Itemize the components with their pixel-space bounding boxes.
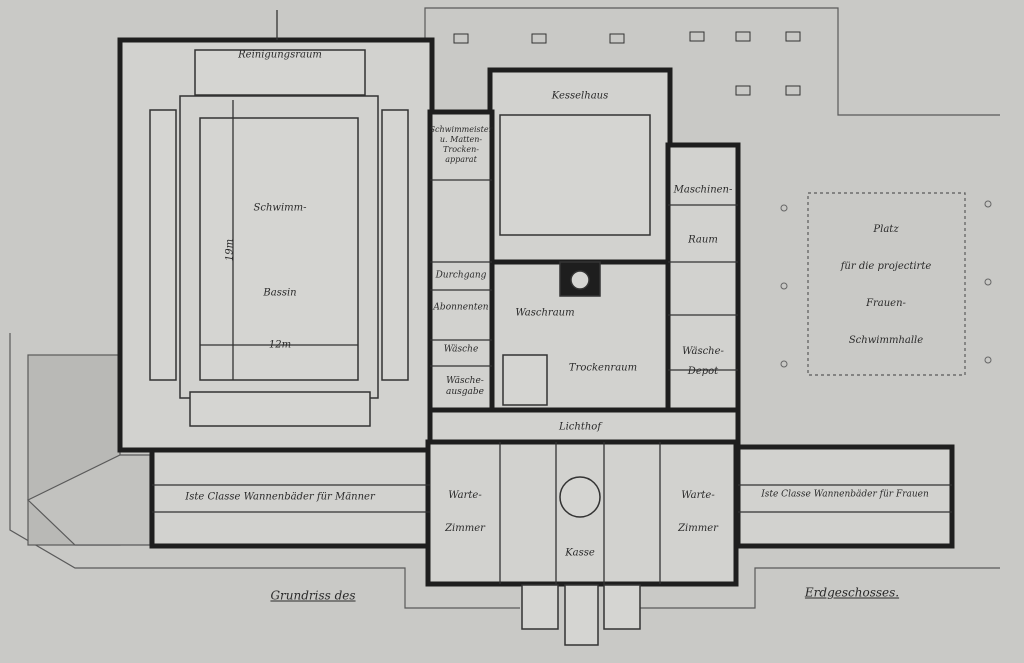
label-pool-width: 12m [268,339,292,351]
text-line: Wäsche- [446,376,484,386]
label-boiler-house: Kesselhaus [551,90,609,102]
text-line: für die projectirte [840,261,932,272]
text-line: Warte- [681,490,715,501]
text-line: Frauen- [866,298,906,309]
site-boundary [9,333,1000,609]
label-passage: Durchgang [435,270,487,281]
text-line: ausgabe [446,387,484,397]
text-line: Warte- [448,490,482,501]
text-line: Schwimmhalle [848,335,924,346]
label-future-site: Platz für die projectirte Frauen- Schwim… [841,211,932,359]
label-cleaning-room: Reinigungsraum [238,49,322,61]
caption-right: Erdgeschosses. [804,585,900,600]
label-laundry-issue: Wäsche- ausgabe [446,376,484,398]
text-line: Depot [687,366,719,377]
text-line: Platz [873,224,899,235]
label-drying-apparatus: Schwimmeister u. Matten- Trocken- appara… [430,125,493,165]
label-waiting-right: Warte- Zimmer [678,479,718,545]
text-line: Zimmer [678,523,718,534]
label-pool-2: Bassin [263,287,297,299]
text-line: Wäsche- [682,346,724,357]
text-line: apparat [445,155,477,164]
label-cashier: Kasse [565,547,595,559]
text-line: Schwimmeister [429,125,493,134]
label-pool-1: Schwimm- [253,202,307,214]
label-laundry: Wäsche [443,344,479,355]
text-line: Trocken- [443,145,479,154]
future-site-outline [807,192,966,376]
caption-left: Grundriss des [270,588,356,603]
label-mens-baths: Iste Classe Wannenbäder für Männer [185,491,375,503]
label-machine-room-2: Raum [688,234,718,246]
text-line: Zimmer [445,523,485,534]
label-drying-room: Trockenraum [568,362,638,374]
label-light-court: Lichthof [558,421,602,433]
pool-basin [199,117,359,381]
label-pool-length: 19m [224,238,236,262]
label-waiting-left: Warte- Zimmer [445,479,485,545]
label-womens-baths: Iste Classe Wannenbäder für Frauen [761,489,929,501]
label-subscribers: Abonnenten [433,302,489,313]
text-line: u. Matten- [439,135,483,144]
label-machine-room-1: Maschinen- [673,184,733,196]
label-laundry-depot: Wäsche- Depot [682,342,724,382]
label-wash-room: Waschraum [515,307,575,319]
